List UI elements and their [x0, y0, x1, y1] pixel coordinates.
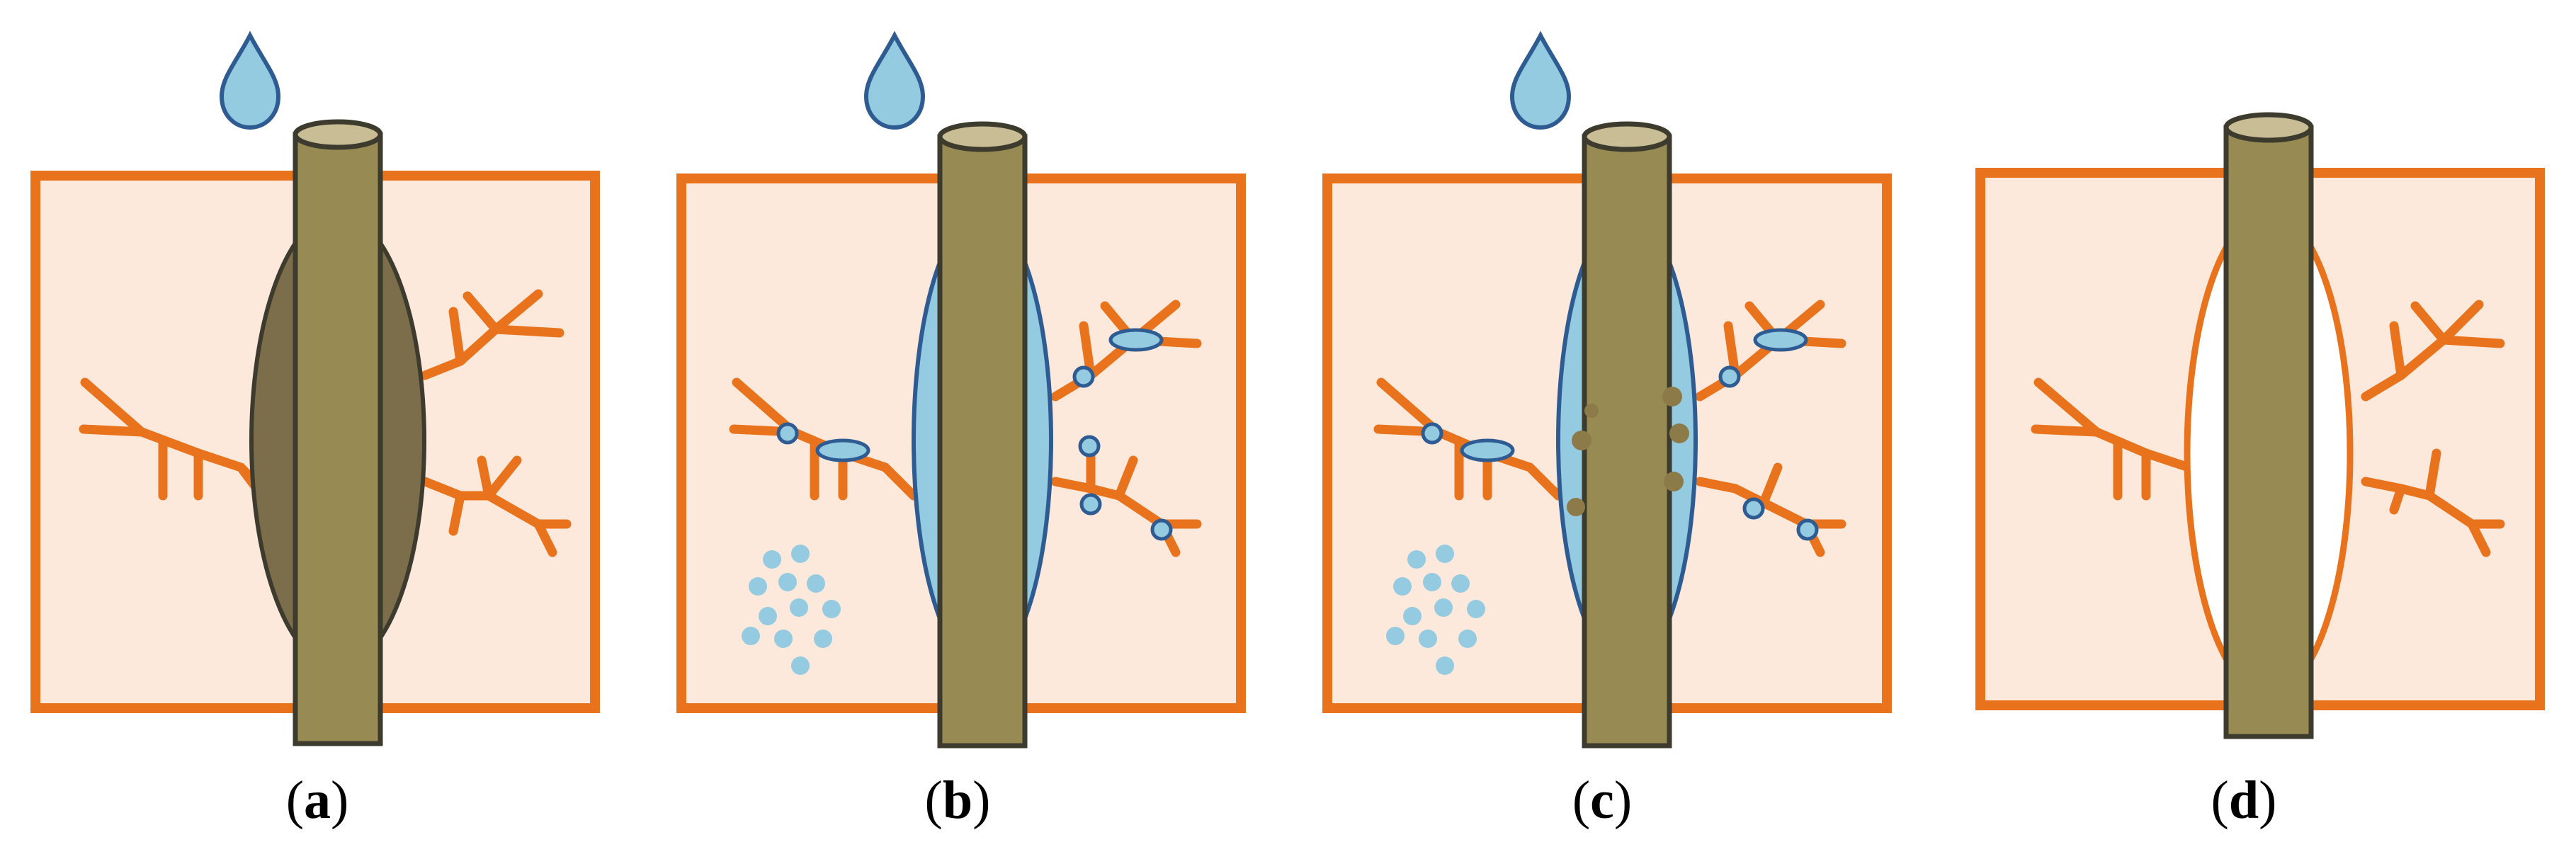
panel-label: (b) — [925, 770, 991, 830]
water-drop-icon — [1512, 35, 1569, 127]
water-drop-icon — [866, 35, 923, 127]
crack-left — [79, 377, 267, 501]
panel-c: (c) — [1322, 35, 1892, 830]
panel-label: (c) — [1572, 770, 1632, 830]
panel-a: (a) — [30, 35, 600, 830]
panel-label: (a) — [286, 770, 349, 830]
fiber — [940, 124, 1025, 746]
crack-right — [420, 289, 572, 557]
panel-b: (b) — [676, 35, 1246, 830]
degradation-particles — [1567, 387, 1689, 516]
panel-label: (d) — [2211, 770, 2277, 830]
crack-right — [1050, 300, 1202, 557]
adsorbed-molecules — [1421, 328, 1819, 541]
water-drop-icon — [222, 35, 278, 127]
fiber — [2226, 115, 2311, 736]
fiber — [1584, 124, 1669, 746]
crack-right — [2361, 300, 2505, 557]
panel-d: (d) — [1975, 115, 2545, 830]
fiber — [295, 122, 380, 744]
adsorbed-molecules — [776, 328, 1173, 541]
